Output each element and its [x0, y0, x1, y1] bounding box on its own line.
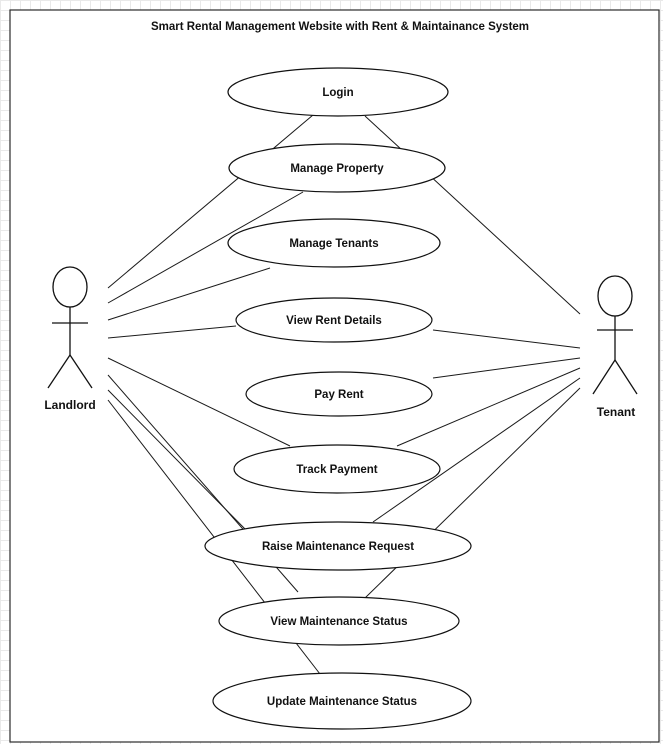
association-tenant-view-rent-details: [432, 329, 581, 349]
diagram-title: Smart Rental Management Website with Ren…: [151, 21, 529, 33]
use-case-manage-property: Manage Property: [228, 143, 446, 193]
actor-right-leg: [69, 354, 93, 389]
actor-head: [597, 275, 633, 317]
actor-landlord: Landlord: [44, 266, 96, 412]
use-case-label: Track Payment: [296, 464, 377, 476]
use-case-ellipse: [233, 444, 441, 494]
use-case-ellipse: [235, 297, 433, 343]
use-case-label: Manage Property: [290, 163, 384, 175]
use-case-ellipse: [245, 371, 433, 417]
association-tenant-track-payment: [396, 367, 581, 447]
actor-right-leg: [614, 359, 638, 395]
actor-label: Tenant: [597, 405, 635, 419]
actor-tenant: Tenant: [592, 275, 638, 419]
association-landlord-login: [107, 114, 314, 289]
association-landlord-track-payment: [107, 357, 291, 447]
association-tenant-pay-rent: [432, 357, 581, 379]
association-tenant-raise-maintenance-request: [372, 377, 581, 523]
use-case-ellipse: [227, 67, 449, 117]
use-case-label: Login: [322, 87, 353, 99]
use-case-ellipse: [212, 672, 472, 730]
use-case-label: View Rent Details: [286, 315, 382, 327]
use-case-label: Raise Maintenance Request: [262, 541, 414, 553]
use-case-ellipse: [204, 521, 472, 571]
use-case-label: Manage Tenants: [289, 238, 378, 250]
association-landlord-view-rent-details: [107, 325, 237, 339]
use-case-view-maintenance-status: View Maintenance Status: [218, 596, 460, 646]
actor-left-leg: [47, 354, 71, 389]
use-case-login: Login: [227, 67, 449, 117]
actor-left-leg: [592, 359, 616, 395]
use-case-track-payment: Track Payment: [233, 444, 441, 494]
use-case-view-rent-details: View Rent Details: [235, 297, 433, 343]
actor-head: [52, 266, 88, 308]
use-case-label: Update Maintenance Status: [267, 696, 417, 708]
use-case-raise-maintenance-request: Raise Maintenance Request: [204, 521, 472, 571]
use-case-label: View Maintenance Status: [270, 616, 407, 628]
use-case-update-maintenance-status: Update Maintenance Status: [212, 672, 472, 730]
use-case-ellipse: [227, 218, 441, 268]
use-case-manage-tenants: Manage Tenants: [227, 218, 441, 268]
use-case-ellipse: [218, 596, 460, 646]
use-case-pay-rent: Pay Rent: [245, 371, 433, 417]
actor-label: Landlord: [44, 398, 95, 412]
association-landlord-manage-property: [107, 191, 304, 304]
association-landlord-view-maintenance-status: [107, 389, 247, 531]
use-case-ellipse: [228, 143, 446, 193]
association-landlord-manage-tenants: [107, 267, 271, 321]
use-case-label: Pay Rent: [314, 389, 363, 401]
